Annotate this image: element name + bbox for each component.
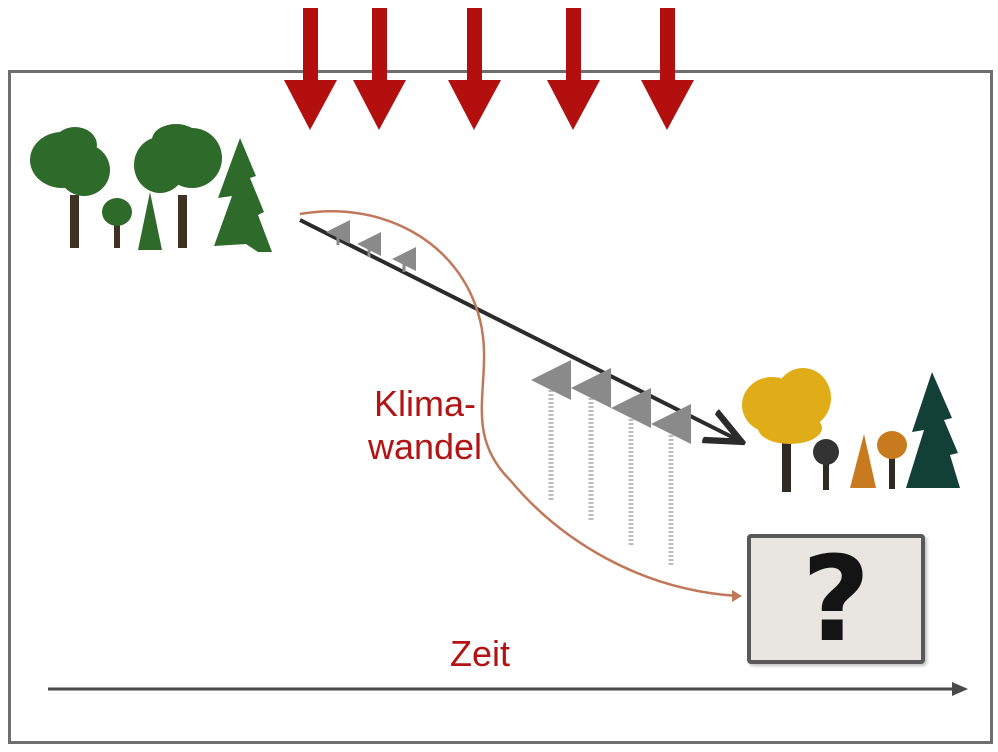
time-axis [48, 682, 968, 696]
down-arrow-icon [284, 8, 337, 130]
time-axis-label: Zeit [449, 633, 510, 674]
unknown-outcome-box: ? [747, 534, 925, 664]
down-arrow-icon [353, 8, 406, 130]
down-arrow-icon [547, 8, 600, 130]
climate-change-label-line1: Klima- [373, 383, 476, 424]
vertical-gap-arrows [531, 360, 691, 565]
future-forest-icon [742, 368, 960, 492]
climate-change-label: Klima- wandel [345, 382, 505, 468]
pressure-arrows [284, 8, 694, 130]
expected-trajectory-arrow [299, 218, 738, 440]
climate-change-label-line2: wandel [367, 426, 483, 468]
initial-forest-icon [30, 124, 272, 252]
adaptation-marks [326, 220, 416, 272]
down-arrow-icon [448, 8, 501, 130]
question-mark-icon: ? [801, 530, 871, 668]
down-arrow-icon [641, 8, 694, 130]
climate-change-curve [299, 210, 739, 598]
